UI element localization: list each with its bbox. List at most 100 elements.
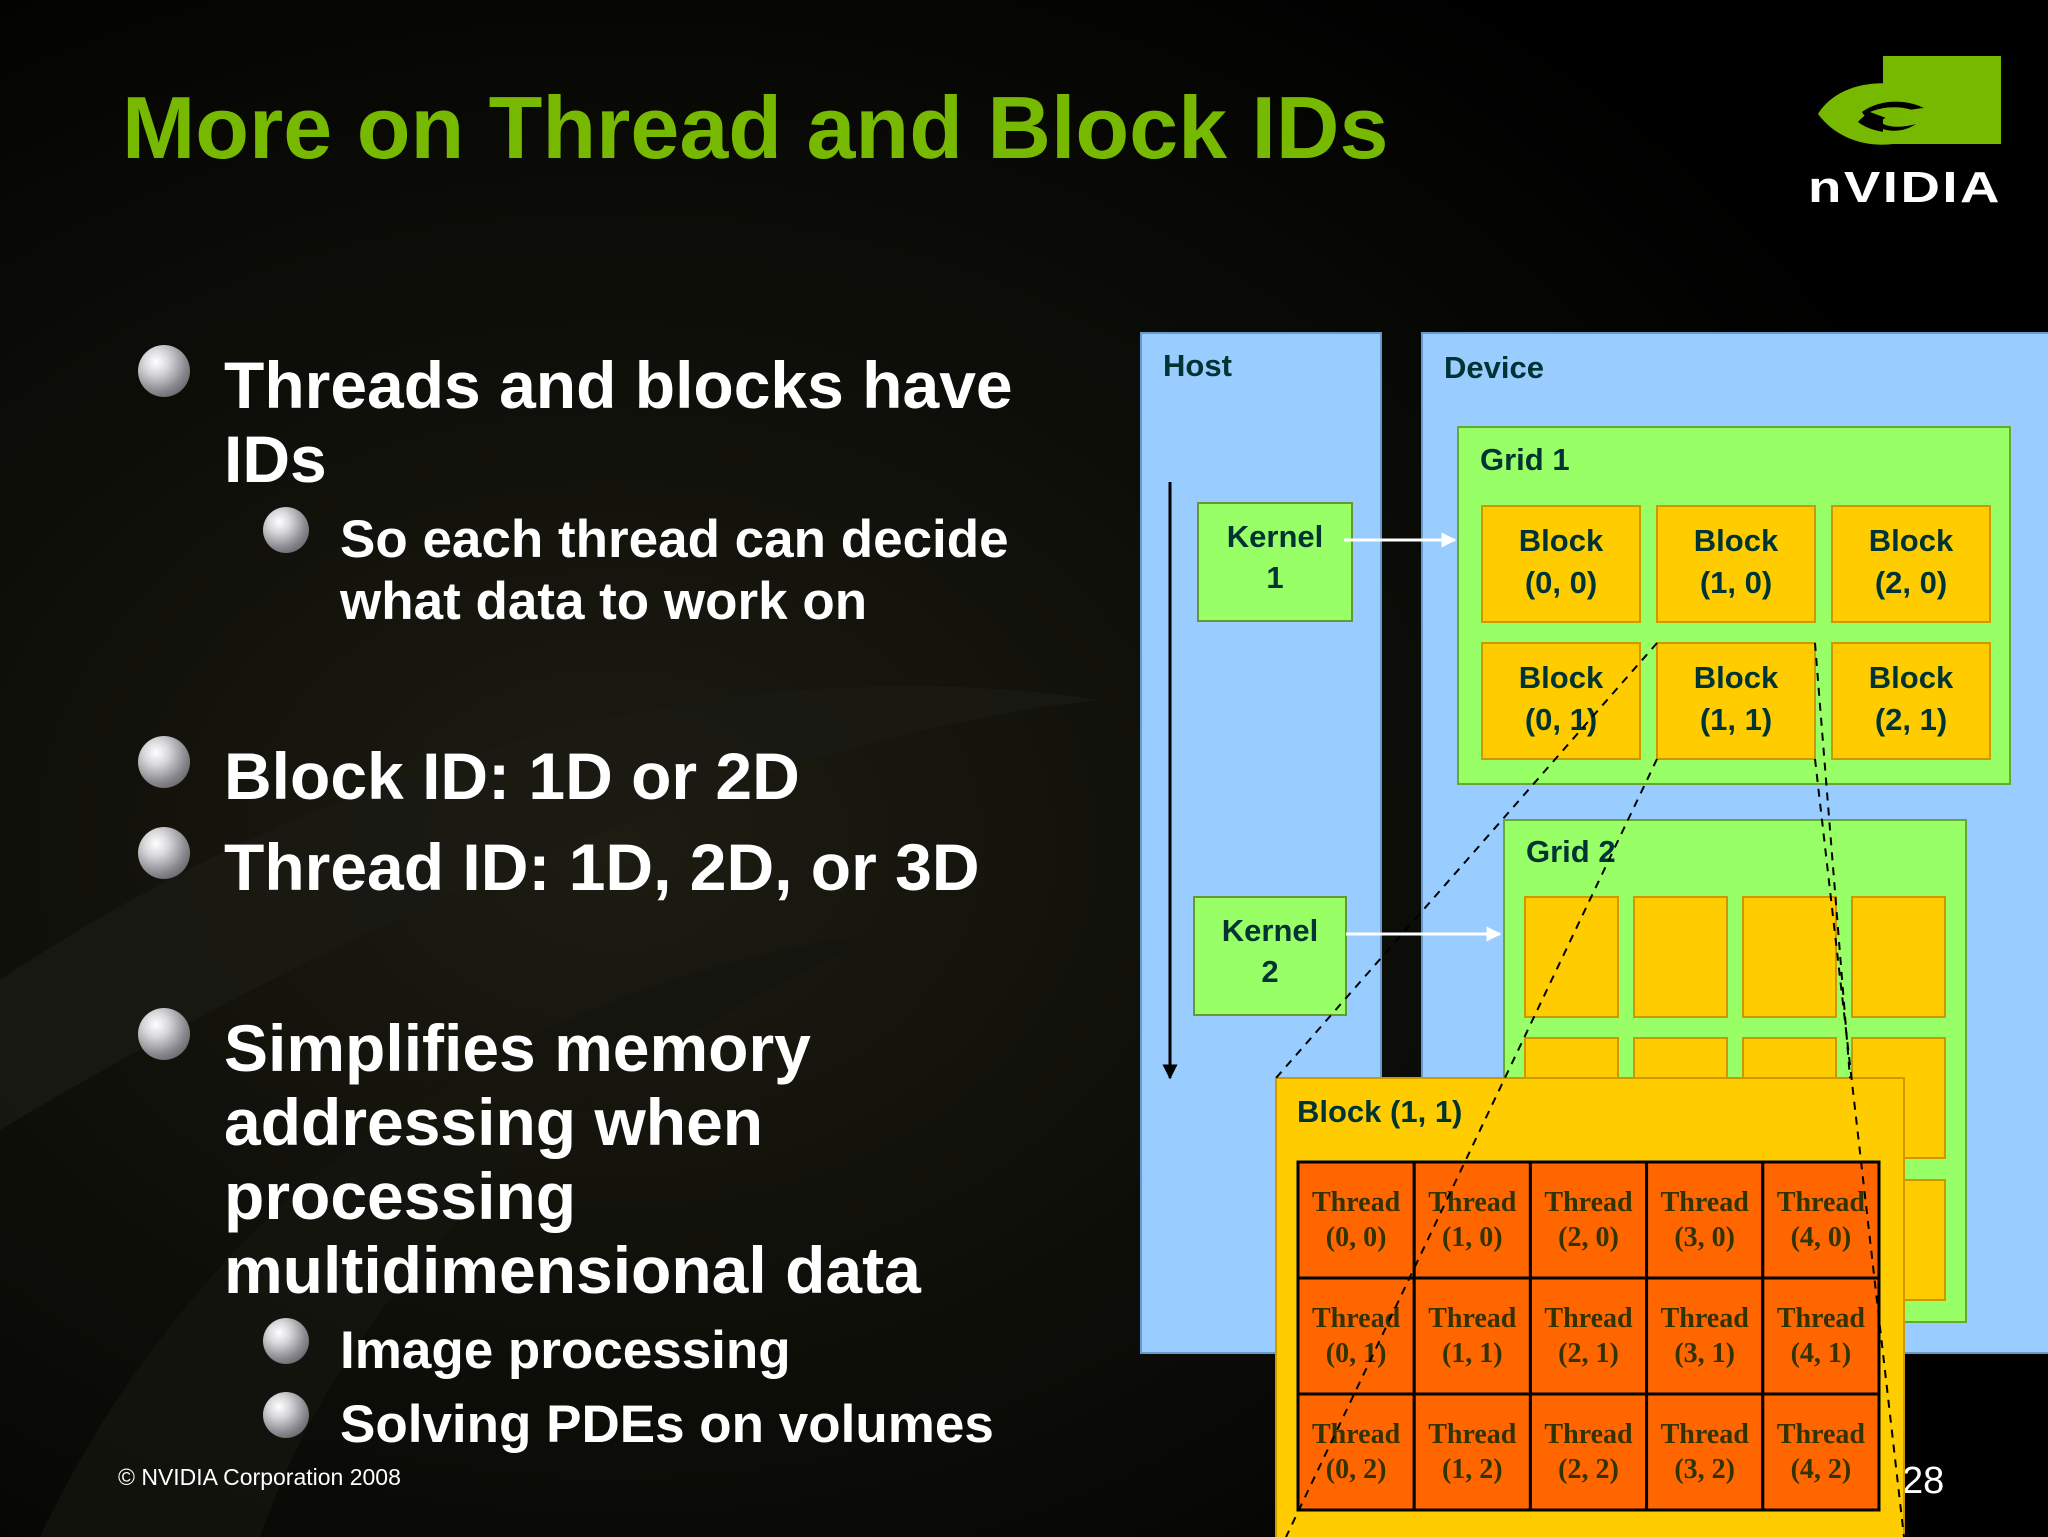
thread-index: (0, 0) — [1326, 1222, 1387, 1253]
bullet-ball-icon — [263, 1392, 309, 1438]
thread-cell — [1412, 1276, 1532, 1396]
thread-index: (2, 1) — [1558, 1338, 1619, 1369]
bullet-ball-icon — [138, 827, 190, 879]
grid-1-block-index: (2, 1) — [1875, 702, 1947, 737]
thread-label: Thread — [1428, 1187, 1517, 1218]
thread-index: (2, 2) — [1558, 1454, 1619, 1485]
kernel-2-label-line2: 2 — [1261, 954, 1278, 989]
bullet-ball-icon — [263, 1318, 309, 1364]
grid-1-label: Grid 1 — [1480, 442, 1570, 477]
grid-1-block-label: Block — [1519, 660, 1604, 695]
block-detail-label: Block (1, 1) — [1297, 1094, 1462, 1129]
thread-label: Thread — [1661, 1303, 1750, 1334]
grid-1-block — [1656, 505, 1816, 623]
grid-1-block — [1831, 642, 1991, 760]
thread-label: Thread — [1661, 1419, 1750, 1450]
grid-2-label: Grid 2 — [1526, 834, 1616, 869]
thread-label: Thread — [1777, 1303, 1866, 1334]
grid-1-block-label: Block — [1869, 660, 1954, 695]
thread-cell — [1528, 1160, 1649, 1280]
zoom-dashed-line — [1814, 758, 1905, 1537]
thread-label: Thread — [1777, 1187, 1866, 1218]
grid-1-block — [1656, 642, 1816, 760]
bullet-block-id: Block ID: 1D or 2D — [138, 736, 1104, 813]
bullet-ball-icon — [138, 345, 190, 397]
thread-index: (1, 2) — [1442, 1454, 1503, 1485]
thread-label: Thread — [1661, 1187, 1750, 1218]
thread-label: Thread — [1428, 1303, 1517, 1334]
grid-1-block-label: Block — [1694, 523, 1779, 558]
thread-cell — [1645, 1160, 1765, 1280]
thread-index: (4, 0) — [1791, 1222, 1852, 1253]
kernel-2-label-line1: Kernel — [1222, 913, 1318, 948]
zoom-dashed-line — [1275, 642, 1658, 1079]
thread-cell — [1296, 1160, 1416, 1280]
bullet-ball-icon — [138, 1008, 190, 1060]
thread-cell — [1412, 1392, 1532, 1512]
thread-label: Thread — [1312, 1187, 1401, 1218]
thread-label: Thread — [1544, 1187, 1633, 1218]
sub-bullet-solving-pdes: Solving PDEs on volumes — [263, 1392, 1100, 1456]
grid-2-block — [1524, 896, 1619, 1018]
thread-index: (0, 2) — [1326, 1454, 1387, 1485]
thread-index: (0, 1) — [1326, 1338, 1387, 1369]
grid-1-block — [1481, 505, 1641, 623]
thread-label: Thread — [1312, 1419, 1401, 1450]
grid-1-block-label: Block — [1694, 660, 1779, 695]
grid-1-block-index: (0, 1) — [1525, 702, 1597, 737]
thread-index: (4, 1) — [1791, 1338, 1852, 1369]
bullet-thread-id: Thread ID: 1D, 2D, or 3D — [138, 827, 1104, 904]
grid-1-block — [1831, 505, 1991, 623]
thread-cell — [1296, 1392, 1416, 1512]
thread-cell — [1761, 1392, 1881, 1512]
kernel-1-label-line1: Kernel — [1227, 519, 1323, 554]
kernel-1-box — [1197, 502, 1353, 622]
sub-bullet-image-processing: Image processing — [263, 1318, 1100, 1382]
grid-1-block-index: (1, 0) — [1700, 565, 1772, 600]
copyright-footer: © NVIDIA Corporation 2008 — [118, 1464, 401, 1490]
kernel-2-box — [1193, 896, 1347, 1016]
grid-1-block-index: (1, 1) — [1700, 702, 1772, 737]
kernel-1-label-line2: 1 — [1266, 560, 1283, 595]
thread-index: (2, 0) — [1558, 1222, 1619, 1253]
bullet-simplifies-memory: Simplifies memory addressing when proces… — [138, 1008, 1104, 1307]
thread-label: Thread — [1544, 1419, 1633, 1450]
thread-index: (1, 0) — [1442, 1222, 1503, 1253]
thread-cell — [1645, 1392, 1765, 1512]
grid-1-block-index: (0, 0) — [1525, 565, 1597, 600]
thread-cell — [1761, 1160, 1881, 1280]
grid-2-block — [1851, 896, 1946, 1018]
thread-index: (3, 2) — [1674, 1454, 1735, 1485]
page-number: 28 — [1902, 1460, 1945, 1502]
thread-label: Thread — [1428, 1419, 1517, 1450]
thread-index: (3, 0) — [1674, 1222, 1735, 1253]
slide-title: More on Thread and Block IDs — [122, 78, 1389, 177]
thread-cell — [1761, 1276, 1881, 1396]
thread-cell — [1412, 1160, 1532, 1280]
sub-bullet-each-thread: So each thread can decide what data to w… — [263, 507, 1100, 633]
grid-1-block-index: (2, 0) — [1875, 565, 1947, 600]
grid-2-block — [1633, 896, 1728, 1018]
thread-label: Thread — [1544, 1303, 1633, 1334]
thread-index: (1, 1) — [1442, 1338, 1503, 1369]
nvidia-logo: nVIDIA — [1800, 52, 2010, 212]
grid-1-block — [1481, 642, 1641, 760]
bullet-ball-icon — [263, 507, 309, 553]
device-label: Device — [1444, 350, 1544, 385]
thread-index: (3, 1) — [1674, 1338, 1735, 1369]
thread-cell — [1528, 1276, 1649, 1396]
bullet-ball-icon — [138, 736, 190, 788]
thread-cell — [1645, 1276, 1765, 1396]
grid-1-block-label: Block — [1869, 523, 1954, 558]
grid-2-block — [1742, 896, 1837, 1018]
thread-label: Thread — [1777, 1419, 1866, 1450]
nvidia-logo-text: nVIDIA — [1808, 163, 2002, 212]
zoom-dashed-line — [1814, 642, 1851, 1079]
thread-cell — [1296, 1276, 1416, 1396]
thread-label: Thread — [1312, 1303, 1401, 1334]
bullet-threads-blocks-ids: Threads and blocks have IDs — [138, 345, 1104, 496]
grid-1-block-label: Block — [1519, 523, 1604, 558]
thread-cell — [1528, 1392, 1649, 1512]
thread-index: (4, 2) — [1791, 1454, 1852, 1485]
